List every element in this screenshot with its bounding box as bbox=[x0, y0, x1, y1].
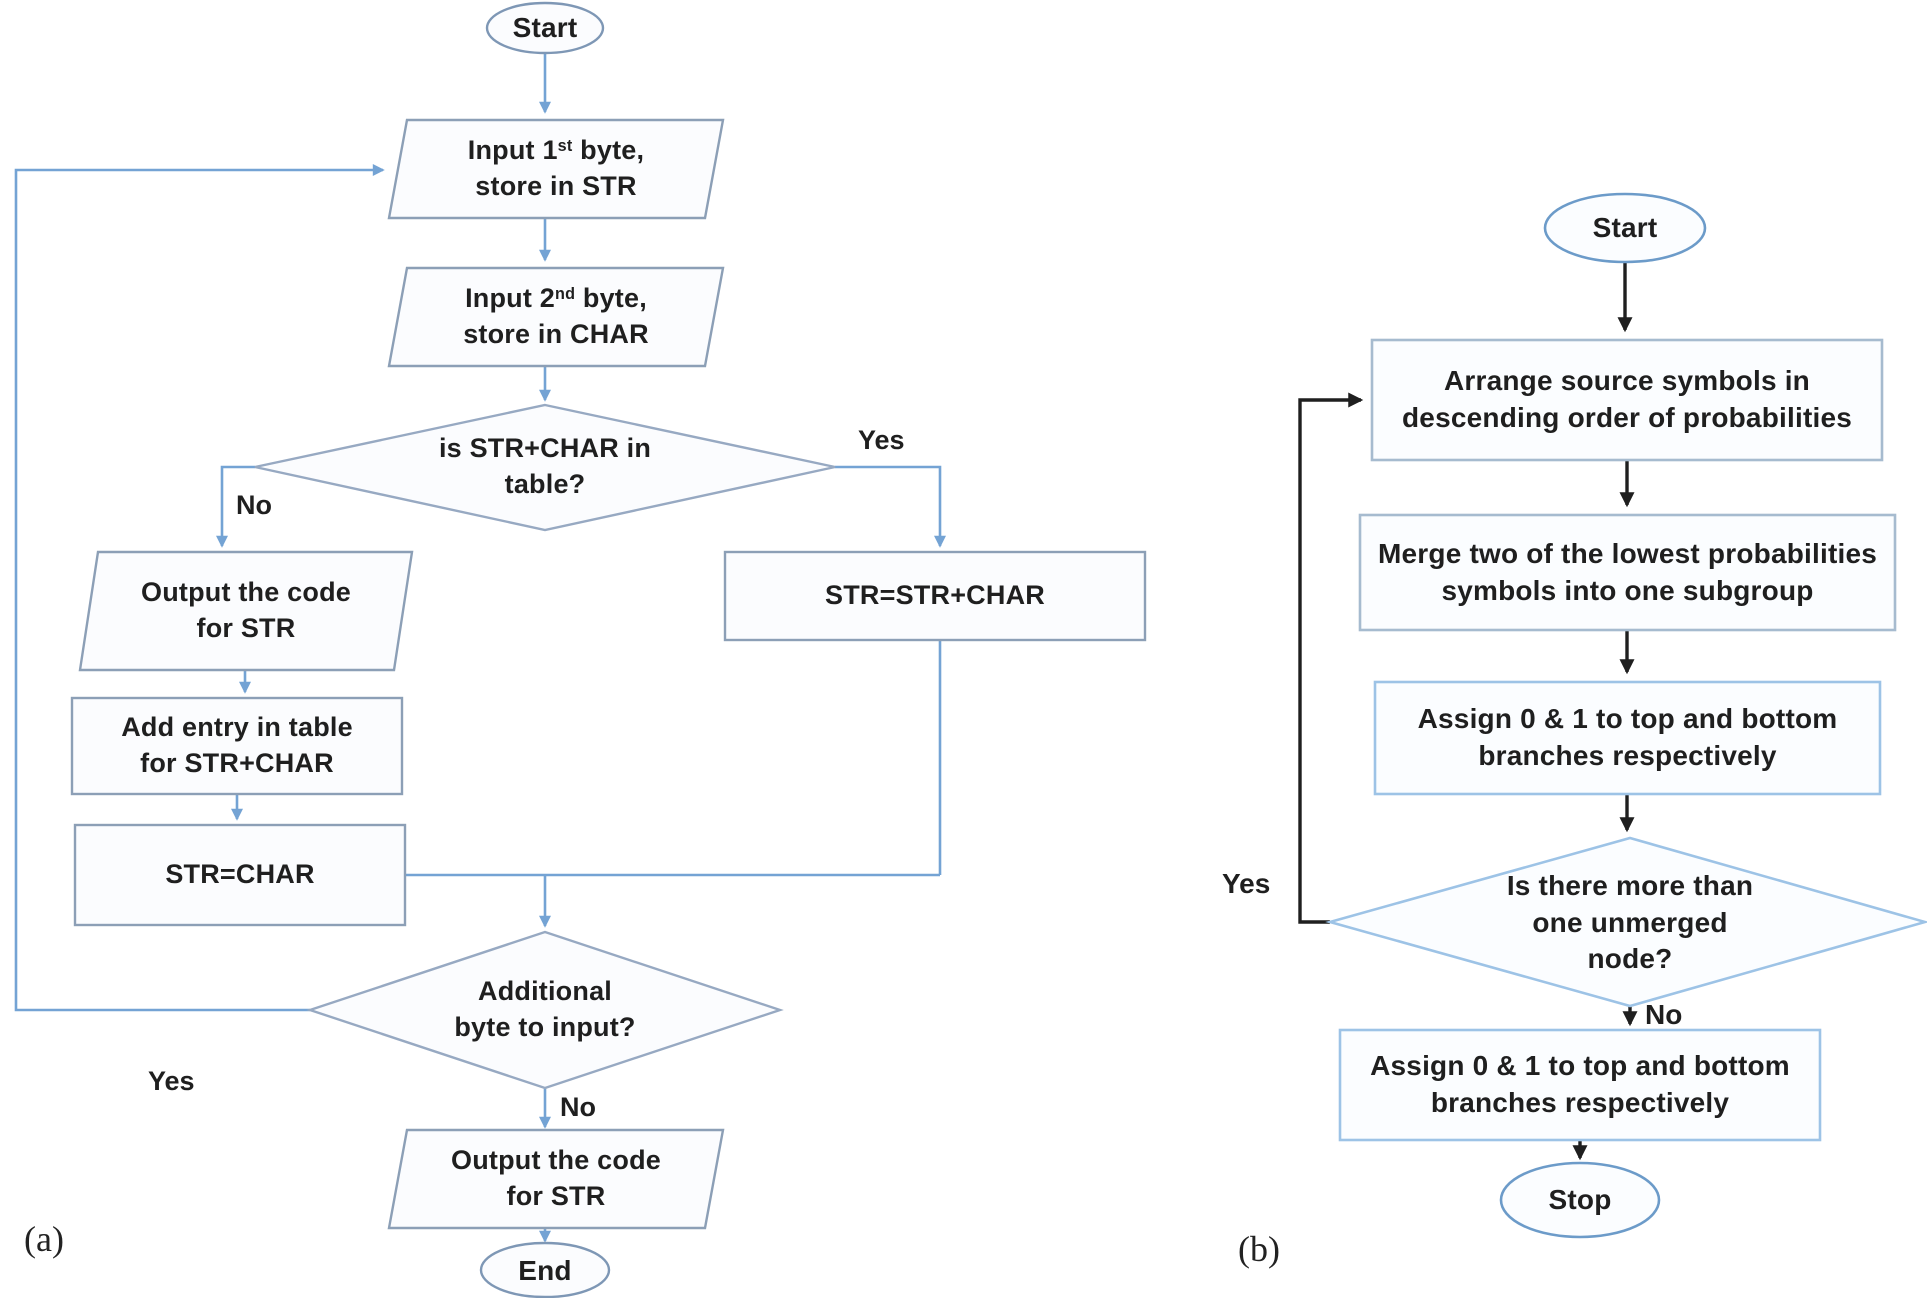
a-end-oval bbox=[479, 1241, 611, 1298]
a-str-char-rect bbox=[73, 823, 407, 927]
b-assign2-line2: branches respectively bbox=[1430, 1087, 1730, 1118]
b-decision-line1: Is there more than bbox=[1506, 869, 1754, 901]
a-add-entry-line2: for STR+CHAR bbox=[140, 748, 334, 778]
a-output-code-line2: for STR bbox=[196, 613, 296, 643]
b-decision-line3: node? bbox=[1587, 943, 1673, 975]
a-decision1-yes-label: Yes bbox=[858, 425, 905, 455]
caption-b: (b) bbox=[1238, 1229, 1280, 1269]
a-arrow-decision2-yes-loop bbox=[14, 164, 385, 1012]
a-output-code2-label: Output the code for STR bbox=[389, 1130, 723, 1228]
a-str-char-label: STR=CHAR bbox=[75, 825, 405, 925]
b-decision-line2: one unmerged bbox=[1532, 906, 1728, 938]
b-start-label: Start bbox=[1545, 196, 1705, 260]
a-output-code-line1: Output the code bbox=[141, 577, 351, 608]
a-start-label: Start bbox=[487, 4, 603, 52]
a-end-text: End bbox=[518, 1254, 572, 1286]
a-output-code2-line1: Output the code bbox=[451, 1145, 661, 1176]
a-str-str-char-label: STR=STR+CHAR bbox=[725, 552, 1145, 640]
b-stop-label: Stop bbox=[1502, 1166, 1658, 1234]
a-input1-line1: Input 1st byte, bbox=[467, 135, 645, 166]
b-decision-label: Is there more than one unmerged node? bbox=[1430, 852, 1830, 994]
b-merge-line1: Merge two of the lowest probabilities bbox=[1378, 537, 1877, 569]
a-add-entry-label: Add entry in table for STR+CHAR bbox=[72, 698, 402, 794]
b-arrange-rect bbox=[1370, 338, 1884, 462]
b-start-text: Start bbox=[1592, 211, 1658, 243]
b-assign1-rect bbox=[1373, 680, 1882, 796]
a-arrow-decision1-no bbox=[216, 465, 255, 548]
a-str-str-char-text: STR=STR+CHAR bbox=[825, 580, 1045, 611]
b-arrange-label: Arrange source symbols in descending ord… bbox=[1372, 340, 1882, 460]
a-add-entry-line1: Add entry in table bbox=[121, 712, 353, 743]
b-assign2-rect bbox=[1338, 1028, 1822, 1142]
a-end-label: End bbox=[481, 1245, 609, 1297]
b-assign2-line1: Assign 0 & 1 to top and bottom bbox=[1370, 1050, 1790, 1082]
a-decision2-line1: Additional bbox=[478, 976, 612, 1007]
a-decision1-no-label: No bbox=[236, 490, 272, 520]
a-input1-parallelogram bbox=[387, 118, 725, 220]
a-arrow-decision1-yes bbox=[835, 465, 946, 548]
a-decision1-diamond bbox=[254, 403, 836, 532]
a-decision1-line1: is STR+CHAR in bbox=[438, 433, 652, 464]
b-merge-line2: symbols into one subgroup bbox=[1441, 574, 1814, 606]
a-start-oval bbox=[485, 1, 605, 55]
b-assign2-label: Assign 0 & 1 to top and bottom branches … bbox=[1340, 1030, 1820, 1140]
b-stop-text: Stop bbox=[1548, 1183, 1612, 1215]
b-merge-label: Merge two of the lowest probabilities sy… bbox=[1360, 515, 1895, 630]
a-str-str-char-rect bbox=[723, 550, 1147, 642]
b-arrow-decision-yes-loop bbox=[1298, 392, 1364, 924]
a-input2-parallelogram bbox=[387, 266, 725, 368]
b-assign1-line1: Assign 0 & 1 to top and bottom bbox=[1417, 703, 1838, 735]
a-decision1-line2: table? bbox=[504, 469, 586, 499]
b-arrange-line2: descending order of probabilities bbox=[1402, 402, 1852, 433]
a-output-code2-line2: for STR bbox=[506, 1181, 606, 1211]
a-output-code2-parallelogram bbox=[387, 1128, 725, 1230]
b-start-oval bbox=[1543, 192, 1707, 264]
a-decision2-line2: byte to input? bbox=[454, 1012, 636, 1042]
a-input2-line2: store in CHAR bbox=[463, 319, 649, 349]
b-decision-no-label: No bbox=[1645, 999, 1683, 1030]
a-decision1-label: is STR+CHAR in table? bbox=[345, 412, 745, 522]
a-output-code-parallelogram bbox=[78, 550, 414, 672]
b-arrange-line1: Arrange source symbols in bbox=[1443, 365, 1810, 397]
b-stop-oval bbox=[1499, 1161, 1661, 1239]
b-decision-diamond bbox=[1325, 836, 1927, 1008]
a-str-char-text: STR=CHAR bbox=[165, 859, 315, 890]
a-input2-label: Input 2nd byte, store in CHAR bbox=[389, 268, 723, 366]
a-decision2-label: Additional byte to input? bbox=[385, 960, 705, 1060]
b-decision-yes-label: Yes bbox=[1222, 868, 1271, 899]
b-assign1-label: Assign 0 & 1 to top and bottom branches … bbox=[1375, 682, 1880, 794]
a-start-text: Start bbox=[512, 11, 578, 43]
a-input1-line2: store in STR bbox=[475, 171, 637, 201]
a-decision2-no-label: No bbox=[560, 1092, 596, 1122]
a-decision2-diamond bbox=[306, 930, 784, 1090]
b-merge-rect bbox=[1358, 513, 1897, 632]
caption-a: (a) bbox=[24, 1219, 64, 1259]
a-input1-label: Input 1st byte, store in STR bbox=[389, 120, 723, 218]
a-decision2-yes-label: Yes bbox=[148, 1066, 195, 1096]
b-assign1-line2: branches respectively bbox=[1478, 740, 1777, 771]
a-output-code-label: Output the code for STR bbox=[80, 552, 412, 670]
a-add-entry-rect bbox=[70, 696, 404, 796]
a-input2-line1: Input 2nd byte, bbox=[465, 283, 647, 314]
